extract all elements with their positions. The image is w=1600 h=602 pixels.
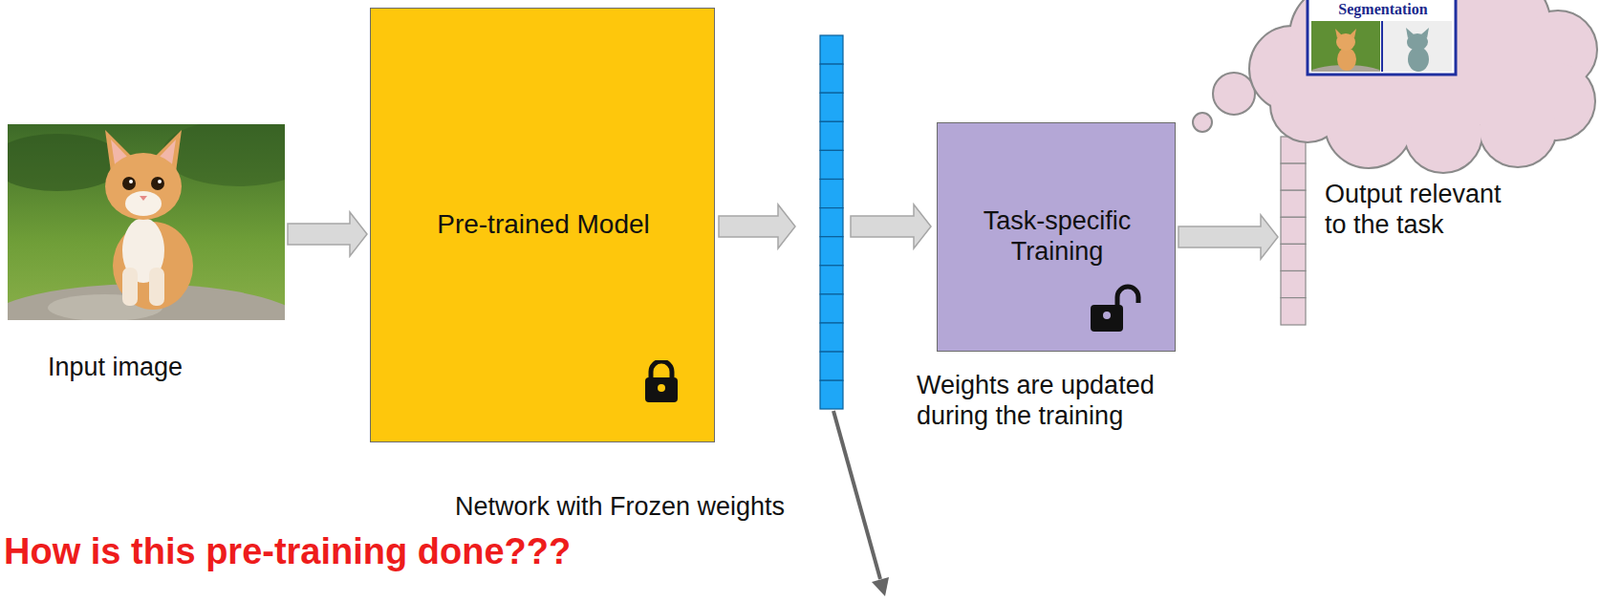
- block-arrow: [850, 204, 931, 249]
- image-caption: Input image: [47, 351, 297, 383]
- arrow-head: [871, 577, 889, 597]
- thought-cloud: [1192, 0, 1597, 173]
- box-caption: Network with Frozen weights: [454, 491, 857, 522]
- pretrained-model-box: Pre-trained ModelNetwork with Frozen wei…: [369, 7, 715, 443]
- lock-icon: [1088, 283, 1143, 336]
- lock-shackle: [1117, 286, 1139, 306]
- question-text: How is this pre-training done???: [3, 531, 865, 574]
- output-vector: Output relevant to the task: [1280, 136, 1306, 325]
- leader-arrow: [833, 410, 881, 580]
- box-caption: Weights are updated during the training: [916, 369, 1233, 433]
- lock-keyhole: [657, 384, 666, 392]
- input-image: Input image: [7, 124, 285, 321]
- lock-body: [645, 377, 678, 403]
- feature-vector: [820, 35, 844, 410]
- output-vector-cells: [1280, 136, 1306, 325]
- block-arrow: [1178, 215, 1278, 260]
- segmentation-title: Segmentation: [1311, 0, 1455, 19]
- block-arrow: [287, 212, 368, 257]
- lock-icon: [641, 360, 684, 407]
- segmentation-thumbnail: [1307, 0, 1456, 85]
- lock-keyhole: [1102, 311, 1111, 320]
- output-caption: Output relevant to the task: [1324, 178, 1507, 241]
- box-title: Pre-trained Model: [382, 208, 705, 241]
- lock-shackle: [650, 361, 672, 379]
- lock-body: [1090, 304, 1124, 332]
- kitten-photo: [7, 124, 285, 321]
- task-training-box: Task-specific TrainingWeights are update…: [936, 122, 1176, 352]
- block-arrow: [718, 204, 796, 249]
- box-title: Task-specific Training: [949, 205, 1166, 268]
